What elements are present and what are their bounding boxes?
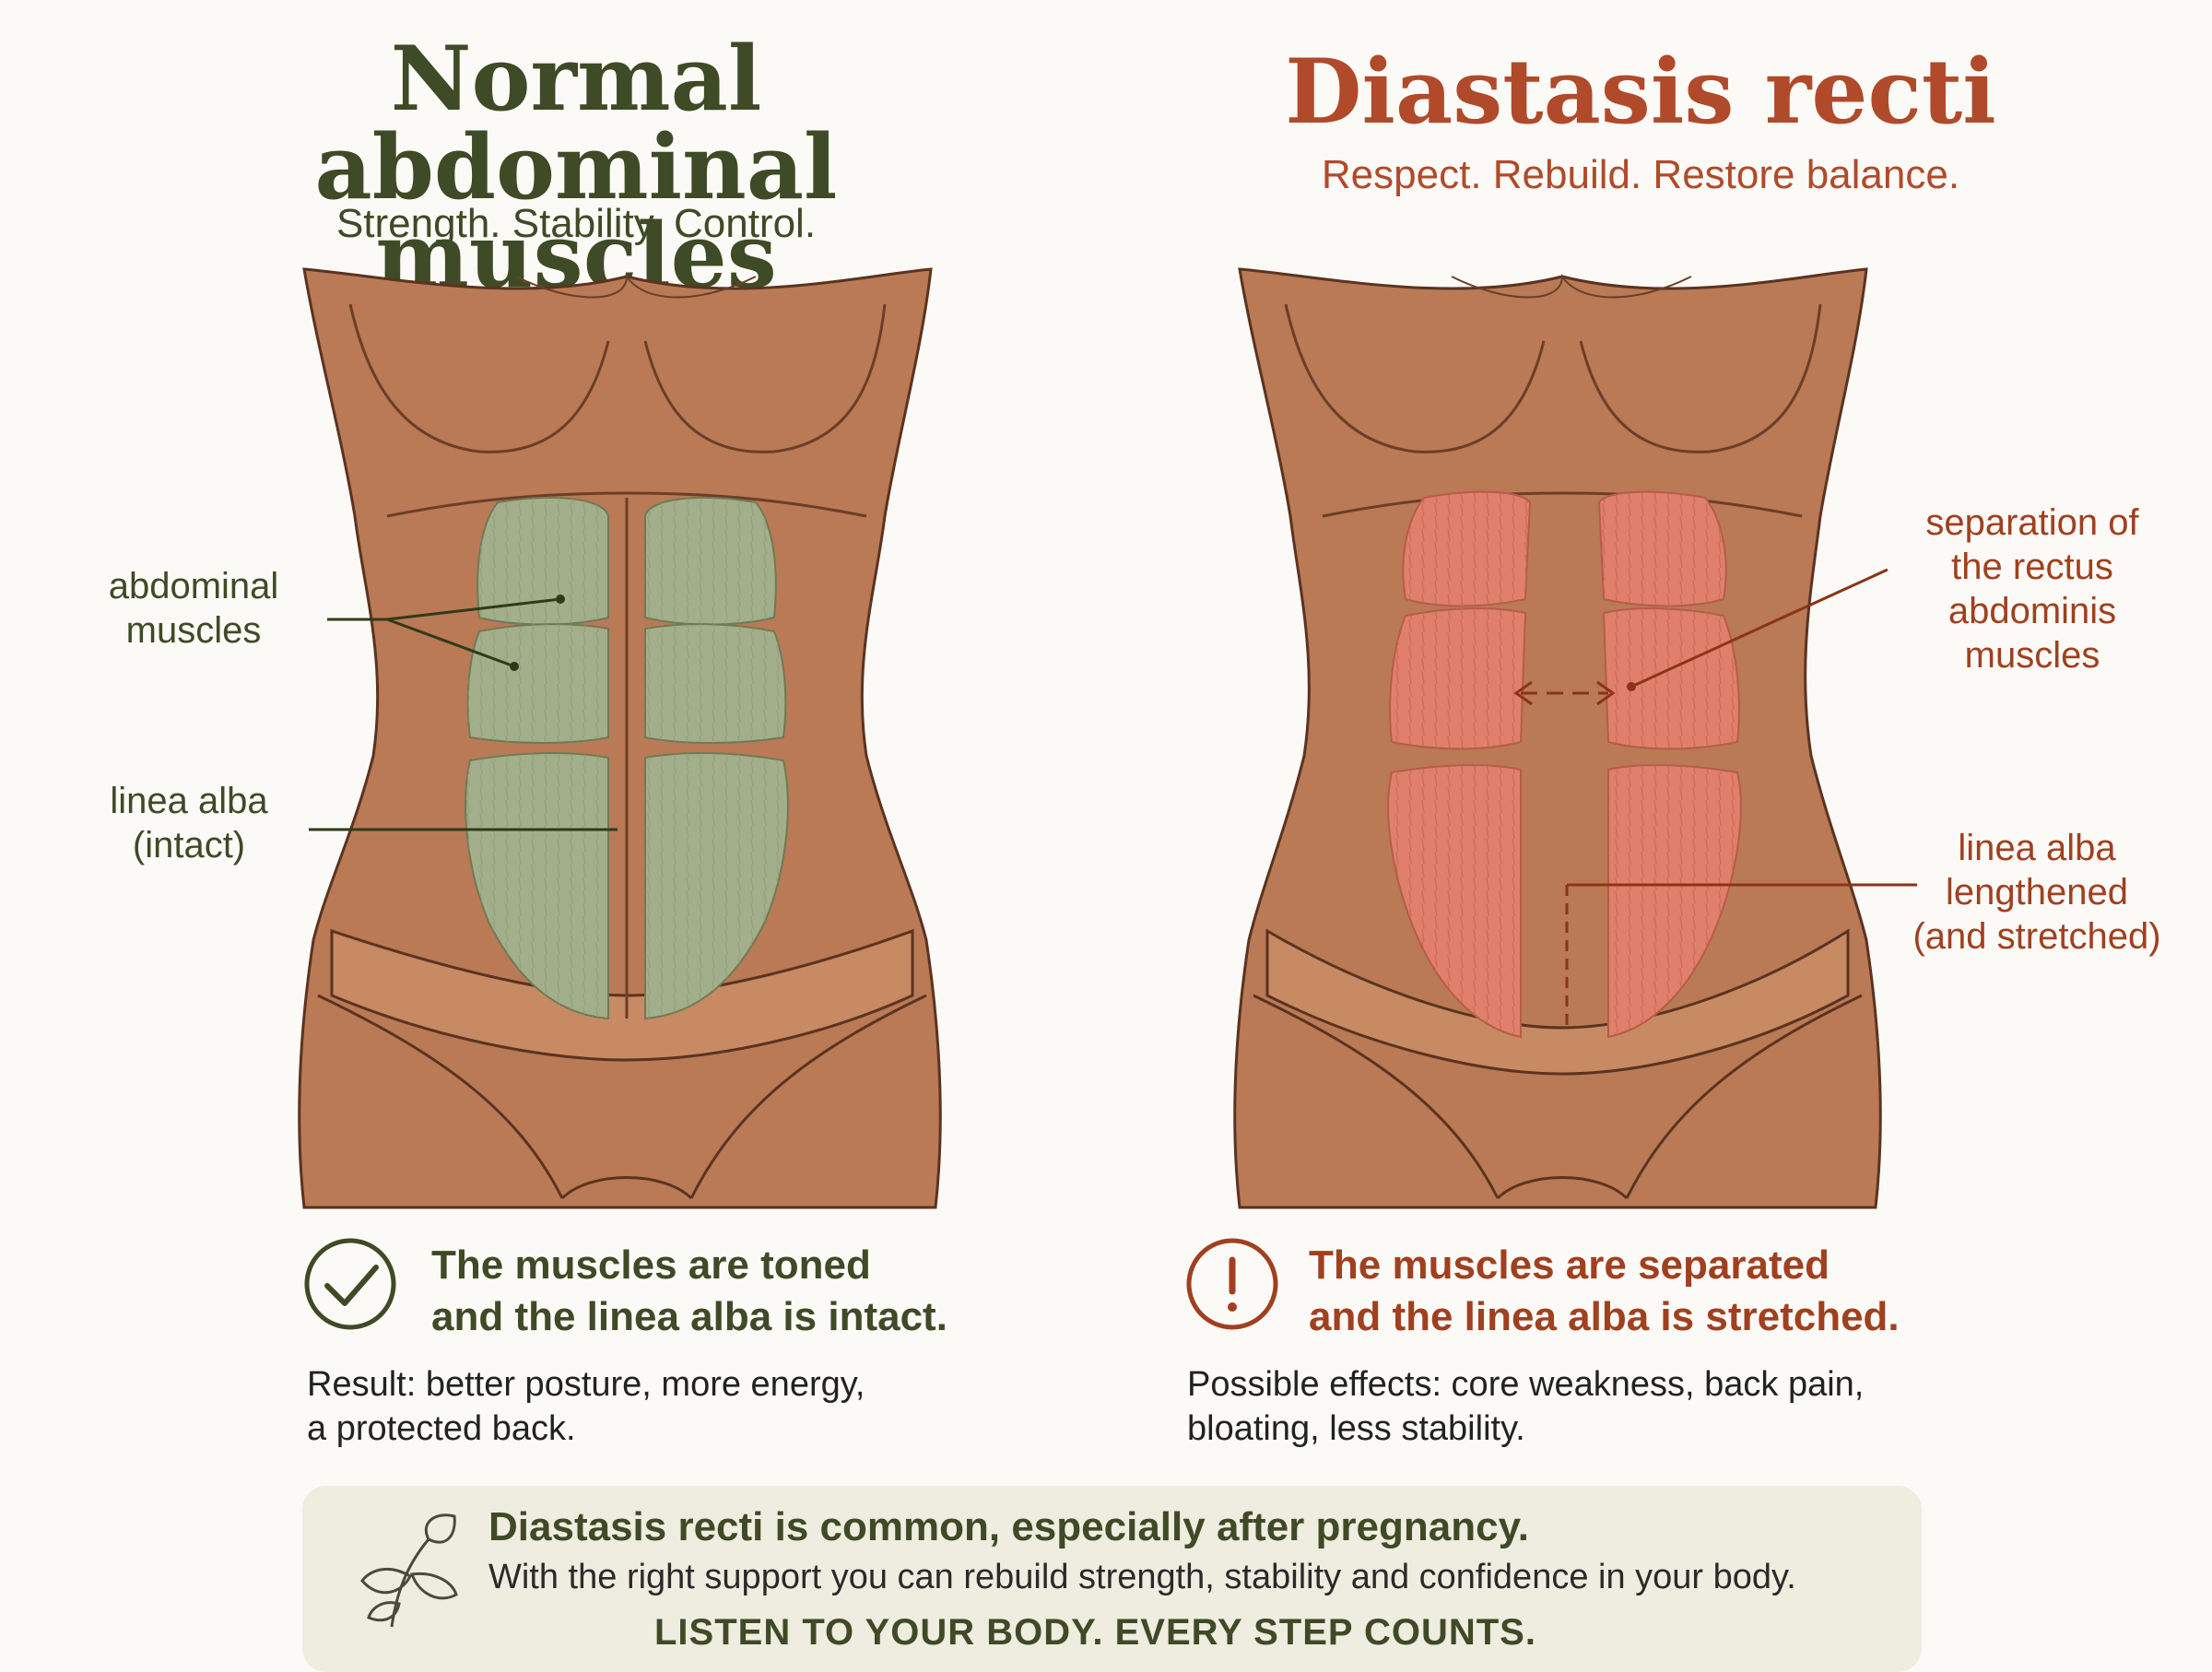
label-abdominal-muscles-line1: abdominal xyxy=(108,566,279,606)
banner-headline: Diastasis recti is common, especially af… xyxy=(488,1504,1530,1549)
right-leader-lines xyxy=(1565,568,1917,1032)
banner-body: With the right support you can rebuild s… xyxy=(488,1558,1796,1596)
label-linea-alba-intact-line1: linea alba xyxy=(110,781,268,821)
right-torso xyxy=(1233,267,1917,1209)
left-statement-line2: and the linea alba is intact. xyxy=(431,1294,947,1339)
leaf-icon xyxy=(360,1513,458,1628)
label-linea-alba-lengthened-line1: linea alba xyxy=(1958,828,2116,868)
separation-arrow xyxy=(1513,680,1616,706)
right-statement: The muscles are separated and the linea … xyxy=(1309,1240,1900,1343)
left-result-line1: Result: better posture, more energy, xyxy=(307,1365,865,1404)
left-subtitle: Strength. Stability. Control. xyxy=(335,201,817,246)
left-rectus-muscles xyxy=(465,497,789,1020)
right-result-line2: bloating, less stability. xyxy=(1187,1409,1525,1448)
banner-motto: LISTEN TO YOUR BODY. EVERY STEP COUNTS. xyxy=(654,1612,1536,1653)
right-statement-line1: The muscles are separated xyxy=(1309,1242,1830,1288)
label-abdominal-muscles-line2: muscles xyxy=(125,610,262,651)
left-torso xyxy=(298,267,942,1209)
left-title-line1: Normal abdominal xyxy=(314,27,838,219)
left-statement-line1: The muscles are toned xyxy=(431,1242,871,1288)
right-rectus-muscles xyxy=(1387,490,1742,1039)
label-linea-alba-intact: linea alba (intact) xyxy=(83,779,295,867)
right-result-line1: Possible effects: core weakness, back pa… xyxy=(1187,1365,1865,1404)
label-separation-line2: the rectus xyxy=(1951,547,2113,587)
left-statement: The muscles are toned and the linea alba… xyxy=(431,1240,947,1343)
exclamation-circle-icon xyxy=(1186,1238,1278,1330)
right-subtitle: Respect. Rebuild. Restore balance. xyxy=(1321,152,1960,197)
label-separation-line1: separation of xyxy=(1925,502,2139,543)
check-circle-icon xyxy=(304,1238,396,1330)
right-statement-line2: and the linea alba is stretched. xyxy=(1309,1294,1900,1339)
label-linea-alba-lengthened-line3: (and stretched) xyxy=(1912,916,2161,957)
label-separation: separation of the rectus abdominis muscl… xyxy=(1899,500,2166,677)
left-title: Normal abdominal muscles xyxy=(138,35,1014,300)
right-title: Diastasis recti xyxy=(1285,40,1996,144)
left-result-line2: a protected back. xyxy=(307,1409,576,1448)
right-result: Possible effects: core weakness, back pa… xyxy=(1187,1362,1864,1451)
label-linea-alba-lengthened-line2: lengthened xyxy=(1946,872,2128,913)
left-leader-lines xyxy=(309,595,618,831)
left-result: Result: better posture, more energy, a p… xyxy=(307,1362,865,1451)
label-linea-alba-lengthened: linea alba lengthened (and stretched) xyxy=(1899,826,2175,959)
label-linea-alba-intact-line2: (intact) xyxy=(132,825,246,865)
label-abdominal-muscles: abdominal muscles xyxy=(83,564,304,653)
label-separation-line3: abdominis xyxy=(1947,591,2117,631)
info-banner xyxy=(302,1486,1922,1672)
label-separation-line4: muscles xyxy=(1964,635,2100,676)
